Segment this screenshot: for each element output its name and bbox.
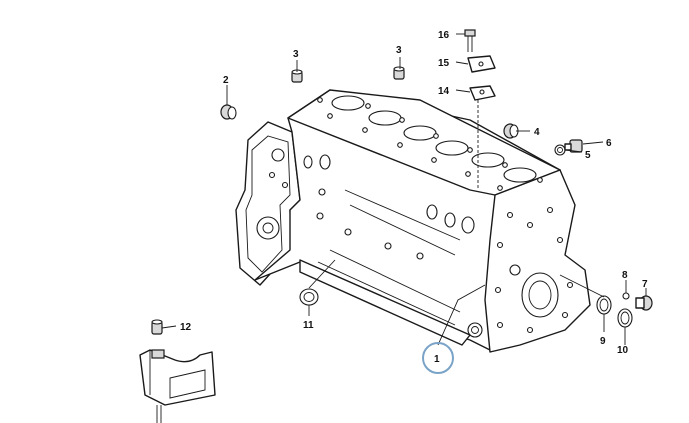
gasket-14[interactable]: [469, 85, 496, 101]
selected-callout-ring[interactable]: [422, 342, 454, 374]
callout-11[interactable]: 11: [303, 320, 314, 331]
dowel-sleeve-b[interactable]: [393, 66, 405, 80]
callout-6[interactable]: 6: [606, 138, 612, 149]
core-plug-left[interactable]: [220, 104, 237, 120]
cylinder-block[interactable]: [235, 89, 591, 353]
cover-15[interactable]: [467, 55, 496, 73]
callout-10[interactable]: 10: [617, 345, 629, 356]
sealing-washer[interactable]: [554, 144, 566, 156]
dowel-sleeve-a[interactable]: [291, 69, 303, 83]
callout-3b[interactable]: 3: [396, 45, 402, 56]
callout-12[interactable]: 12: [180, 322, 192, 333]
callout-15[interactable]: 15: [438, 58, 450, 69]
callout-1[interactable]: 1: [434, 354, 440, 365]
plug-right[interactable]: [635, 295, 653, 311]
leader-lines: [161, 33, 647, 346]
seal-ring-11[interactable]: [299, 288, 319, 306]
callout-2[interactable]: 2: [223, 75, 229, 86]
callout-9[interactable]: 9: [600, 336, 606, 347]
callout-5[interactable]: 5: [585, 150, 591, 161]
callout-8[interactable]: 8: [622, 270, 628, 281]
main-bearing-cap[interactable]: [139, 349, 216, 423]
flange-bolt-16[interactable]: [464, 29, 476, 52]
plug-screw[interactable]: [564, 139, 583, 153]
callout-16[interactable]: 16: [438, 30, 450, 41]
guide-sleeve[interactable]: [151, 319, 163, 335]
seal-ring-9[interactable]: [596, 295, 612, 315]
core-plug-top[interactable]: [503, 123, 519, 139]
seal-ring-10[interactable]: [617, 308, 633, 328]
callout-labels: 1 2 3 3 4 5 6 7 8 9 10 11 12 14 15 16: [180, 30, 648, 374]
callout-4[interactable]: 4: [534, 127, 540, 138]
callout-14[interactable]: 14: [438, 86, 450, 97]
callout-7[interactable]: 7: [642, 279, 648, 290]
callout-3a[interactable]: 3: [293, 49, 299, 60]
o-ring-small[interactable]: [622, 292, 630, 300]
